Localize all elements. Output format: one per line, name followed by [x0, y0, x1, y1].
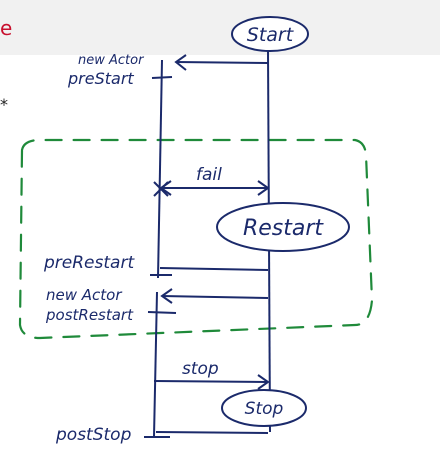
- new-actor-arrowhead-2: [160, 288, 173, 304]
- restart-state-label: Restart: [243, 216, 324, 241]
- new-actor-label-1: new Actor: [78, 53, 145, 68]
- stop-state-label: Stop: [245, 399, 284, 419]
- restart-state-node: [216, 202, 350, 252]
- actor-timeline-left-lower: [153, 291, 158, 438]
- pre-restart-line: [159, 267, 269, 271]
- new-actor-arrow-1: [175, 61, 269, 64]
- pre-start-label: preStart: [67, 69, 134, 88]
- post-stop-label: postStop: [55, 425, 132, 445]
- fail-arrowhead-right: [257, 180, 270, 196]
- slide-header-band: [0, 0, 440, 55]
- stop-arrow-line: [153, 380, 269, 383]
- start-state-label: Start: [247, 24, 295, 46]
- fail-cross-2: [153, 181, 169, 197]
- pre-start-tick: [151, 76, 173, 79]
- new-actor-arrowhead-1: [174, 54, 187, 71]
- actor-timeline-left: [157, 59, 163, 279]
- fail-event-label: fail: [196, 165, 222, 185]
- restart-region-dashed-box: [18, 138, 374, 340]
- start-state-node: [231, 16, 309, 52]
- pre-restart-label: preRestart: [43, 253, 135, 273]
- post-restart-tick: [147, 311, 177, 314]
- slide-title-fragment: e: [0, 16, 13, 40]
- new-actor-arrow-2: [161, 295, 269, 299]
- stop-event-label: stop: [182, 359, 219, 379]
- post-stop-line: [155, 431, 269, 434]
- post-restart-label: postRestart: [45, 306, 134, 324]
- stop-arrowhead: [257, 374, 270, 390]
- bullet-fragment: *: [0, 95, 8, 114]
- stop-state-node: [221, 389, 307, 427]
- new-actor-label-2: new Actor: [46, 286, 122, 304]
